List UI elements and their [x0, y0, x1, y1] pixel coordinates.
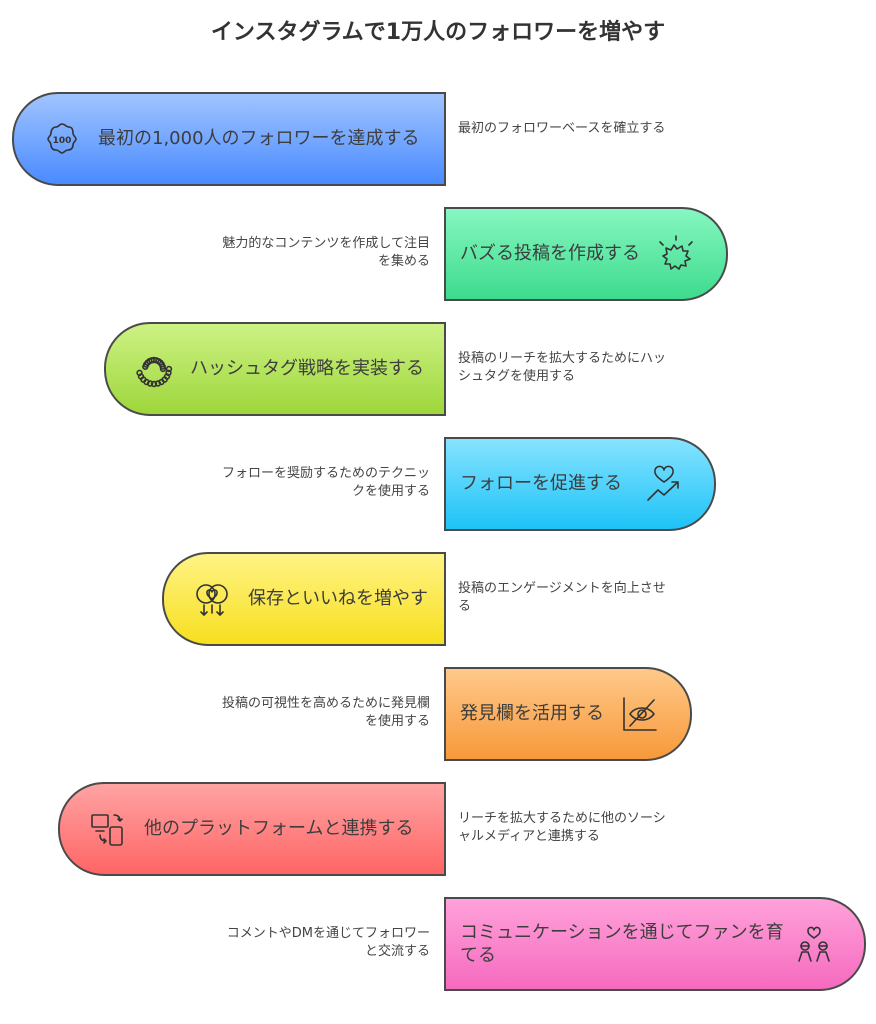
step-label: 保存といいねを増やす: [248, 588, 428, 610]
step-box-7: 他のプラットフォームと連携する: [58, 782, 446, 876]
step-description: 魅力的なコンテンツを作成して注目を集める: [222, 236, 430, 269]
devices-sync-icon: [88, 809, 128, 849]
heart-arrows-icon: [192, 579, 232, 619]
step-box-8: コミュニケーションを通じてファンを育てる: [444, 897, 866, 991]
step-box-5: 保存といいねを増やす: [162, 552, 446, 646]
step-box-6: 発見欄を活用する: [444, 667, 692, 761]
diagram-title: インスタグラムで1万人のフォロワーを増やす: [210, 20, 666, 45]
people-heart-icon: [794, 924, 834, 964]
step-description: 最初のフォロワーベースを確立する: [458, 121, 666, 136]
svg-text:100: 100: [53, 136, 72, 146]
step-description: 投稿の可視性を高めるために発見欄を使用する: [221, 696, 430, 729]
step-description: 投稿のリーチを拡大するためにハッシュタグを使用する: [458, 351, 667, 384]
step-description: リーチを拡大するために他のソーシャルメディアと連携する: [458, 811, 666, 844]
badge-100-icon: 100: [42, 119, 82, 159]
burst-icon: [656, 234, 696, 274]
step-box-1: 100 最初の1,000人のフォロワーを達成する: [12, 92, 446, 186]
step-description: コメントやDMを通じてフォロワーと交流する: [226, 926, 430, 959]
step-description: 投稿のエンゲージメントを向上させる: [458, 581, 666, 614]
step-label: 発見欄を活用する: [460, 703, 604, 725]
eye-chart-icon: [620, 694, 660, 734]
heart-trend-icon: [644, 464, 684, 504]
step-label: 他のプラットフォームと連携する: [144, 818, 414, 840]
step-description: フォローを奨励するためのテクニックを使用する: [221, 466, 430, 499]
step-box-4: フォローを促進する: [444, 437, 716, 531]
dots-circle-icon: [134, 349, 174, 389]
step-box-2: バズる投稿を作成する: [444, 207, 728, 301]
step-label: バズる投稿を作成する: [460, 243, 640, 265]
step-box-3: ハッシュタグ戦略を実装する: [104, 322, 446, 416]
step-label: コミュニケーションを通じてファンを育てる: [460, 921, 784, 966]
step-label: フォローを促進する: [460, 473, 622, 495]
step-label: 最初の1,000人のフォロワーを達成する: [98, 128, 420, 150]
step-label: ハッシュタグ戦略を実装する: [190, 358, 424, 380]
